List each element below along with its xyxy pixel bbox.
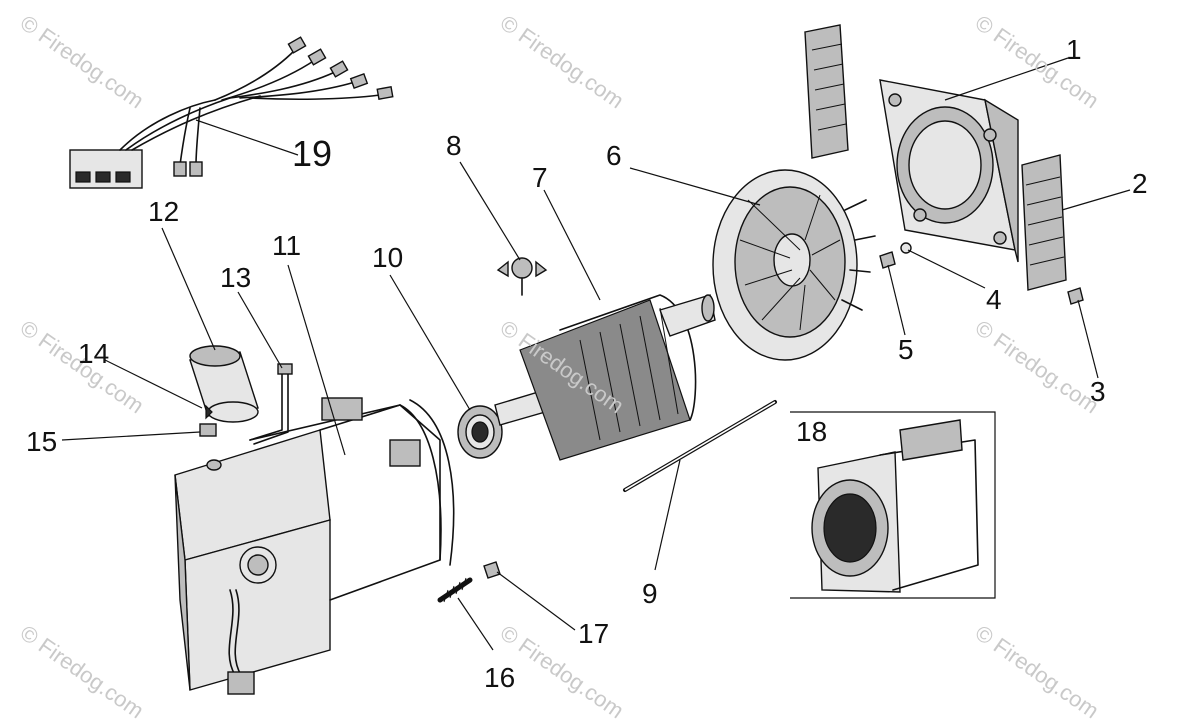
callout-12: 12 bbox=[148, 196, 180, 227]
callout-14: 14 bbox=[78, 338, 110, 369]
part-11-stator-housing bbox=[174, 397, 455, 695]
part-9-through-bolt bbox=[623, 400, 777, 492]
callout-7: 7 bbox=[532, 162, 548, 193]
callout-13: 13 bbox=[220, 262, 252, 293]
callout-15: 15 bbox=[26, 426, 58, 457]
callout-3: 3 bbox=[1090, 376, 1106, 407]
part-6-fan bbox=[712, 169, 876, 361]
callout-8: 8 bbox=[446, 130, 462, 161]
leader-lines bbox=[61, 57, 1131, 651]
part-10-bearing bbox=[457, 405, 503, 459]
callout-4: 4 bbox=[986, 284, 1002, 315]
part-13-bracket bbox=[249, 363, 293, 445]
part-1-end-bracket bbox=[879, 79, 1019, 263]
part-19-wiring-harness bbox=[69, 36, 394, 189]
callout-16: 16 bbox=[484, 664, 516, 688]
part-14-15-screw-clip bbox=[199, 404, 217, 437]
part-8-wing-nut bbox=[496, 257, 548, 296]
callout-2: 2 bbox=[1132, 168, 1148, 199]
part-18-assembly-inset bbox=[790, 411, 996, 599]
callout-5: 5 bbox=[898, 334, 914, 365]
part-12-capacitor bbox=[189, 345, 259, 423]
part-16-17-spring-nut bbox=[437, 561, 501, 603]
callout-10: 10 bbox=[372, 242, 404, 273]
part-2-vent-grille bbox=[804, 24, 1067, 291]
callout-19: 19 bbox=[292, 133, 333, 174]
callout-9: 9 bbox=[642, 578, 658, 609]
part-7-rotor bbox=[494, 294, 716, 461]
callout-6: 6 bbox=[606, 140, 622, 171]
callout-18: 18 bbox=[796, 416, 828, 447]
callout-11: 11 bbox=[272, 230, 302, 261]
callout-17: 17 bbox=[578, 618, 610, 649]
part-3-4-5-hardware bbox=[879, 242, 1084, 305]
callout-1: 1 bbox=[1066, 34, 1082, 65]
